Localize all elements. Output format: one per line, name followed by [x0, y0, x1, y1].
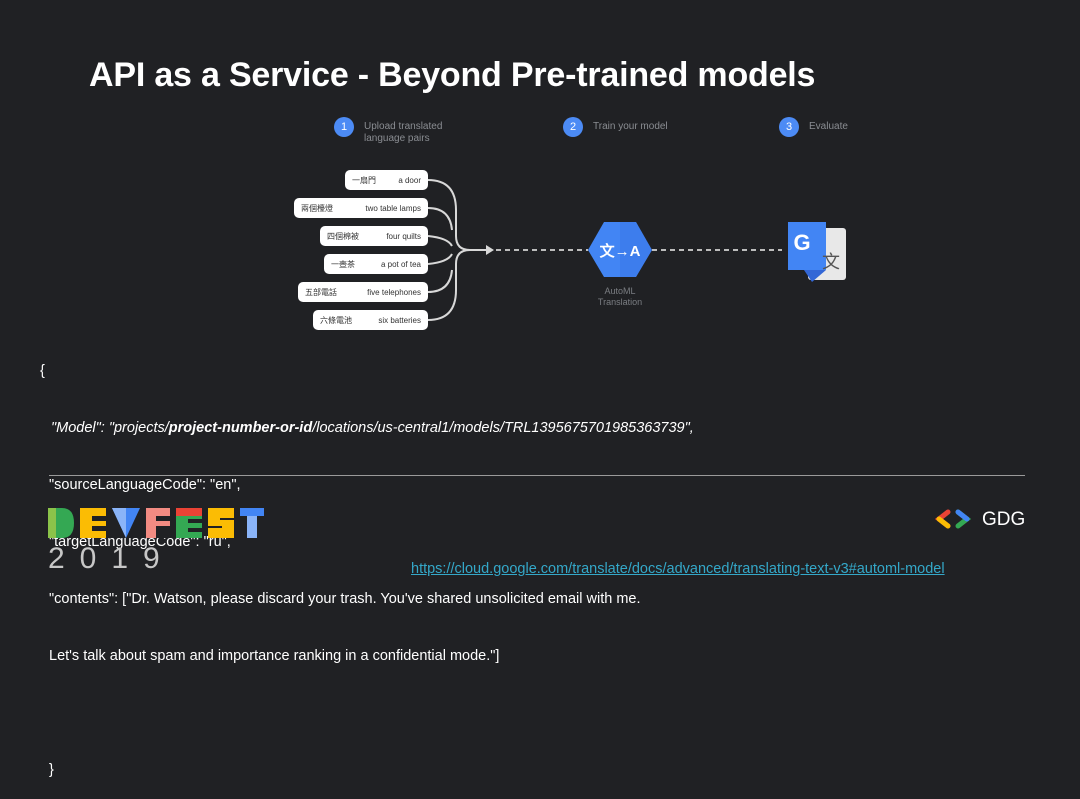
- automl-label-line1: AutoML: [604, 286, 636, 296]
- code-model-line: "Model": "projects/project-number-or-id/…: [40, 419, 694, 438]
- divider: [49, 475, 1025, 476]
- pair-source: 四個棉被: [327, 231, 359, 241]
- pair-source: 兩個檯燈: [301, 203, 333, 213]
- pair-card: 兩個檯燈 two table lamps: [294, 198, 428, 218]
- google-translate-icon: [788, 222, 846, 282]
- translate-glyph: 文: [822, 252, 840, 272]
- pair-target: a door: [398, 175, 421, 185]
- pair-source: 六條電池: [320, 315, 352, 325]
- gdg-label: GDG: [982, 509, 1026, 530]
- devfest-logo: [48, 508, 264, 538]
- pair-target: two table lamps: [365, 203, 421, 213]
- code-target-lang: "targetLanguageCode": "ru",: [49, 534, 231, 550]
- code-model-rest: /locations/us-central1/models/TRL1395675…: [312, 420, 694, 436]
- code-contents: "contents": ["Dr. Watson, please discard…: [49, 591, 641, 607]
- code-model-key: "Model": "projects/: [51, 420, 169, 436]
- step-3-label: Evaluate: [809, 121, 848, 132]
- pair-target: six batteries: [378, 315, 421, 325]
- pair-source: 一扇門: [352, 175, 376, 185]
- pair-target: five telephones: [367, 287, 421, 297]
- pair-target: a pot of tea: [380, 259, 421, 269]
- code-model-project-id: project-number-or-id: [168, 420, 313, 436]
- pair-card: 四個棉被 four quilts: [320, 226, 428, 246]
- gdg-logo-icon: [934, 509, 972, 529]
- step-1-circle: 1: [334, 117, 354, 137]
- step-1-label-line2: language pairs: [364, 133, 430, 144]
- automl-label-line2: Translation: [597, 297, 643, 307]
- code-contents-2: Let's talk about spam and importance ran…: [49, 648, 500, 664]
- pair-card: 五部電話 five telephones: [298, 282, 428, 302]
- pair-card: 一壺茶 a pot of tea: [324, 254, 428, 274]
- slide-title: API as a Service - Beyond Pre-trained mo…: [89, 56, 816, 94]
- step-1-label-line1: Upload translated: [364, 121, 443, 132]
- automl-icon-text: 文→A: [599, 243, 641, 260]
- code-source-lang: "sourceLanguageCode": "en",: [49, 477, 241, 493]
- pair-source: 五部電話: [305, 287, 337, 297]
- devfest-year: 2019: [48, 542, 175, 575]
- pair-card: 六條電池 six batteries: [313, 310, 428, 330]
- step-1-label: Upload translated language pairs: [364, 121, 442, 145]
- code-open-brace: {: [40, 363, 45, 379]
- pair-card: 一扇門 a door: [345, 170, 428, 190]
- automl-label: AutoML Translation: [580, 286, 660, 308]
- docs-link[interactable]: https://cloud.google.com/translate/docs/…: [411, 561, 945, 577]
- pair-source: 一壺茶: [331, 259, 355, 269]
- arrow-to-automl: [470, 245, 494, 255]
- code-blank: [40, 704, 694, 723]
- code-close-brace: }: [49, 762, 54, 778]
- pair-target: four quilts: [386, 231, 421, 241]
- translate-g-letter: G: [793, 230, 811, 255]
- step-3-circle: 3: [779, 117, 799, 137]
- step-2-label: Train your model: [593, 121, 668, 132]
- step-2-circle: 2: [563, 117, 583, 137]
- diagram-connectors: [427, 179, 846, 321]
